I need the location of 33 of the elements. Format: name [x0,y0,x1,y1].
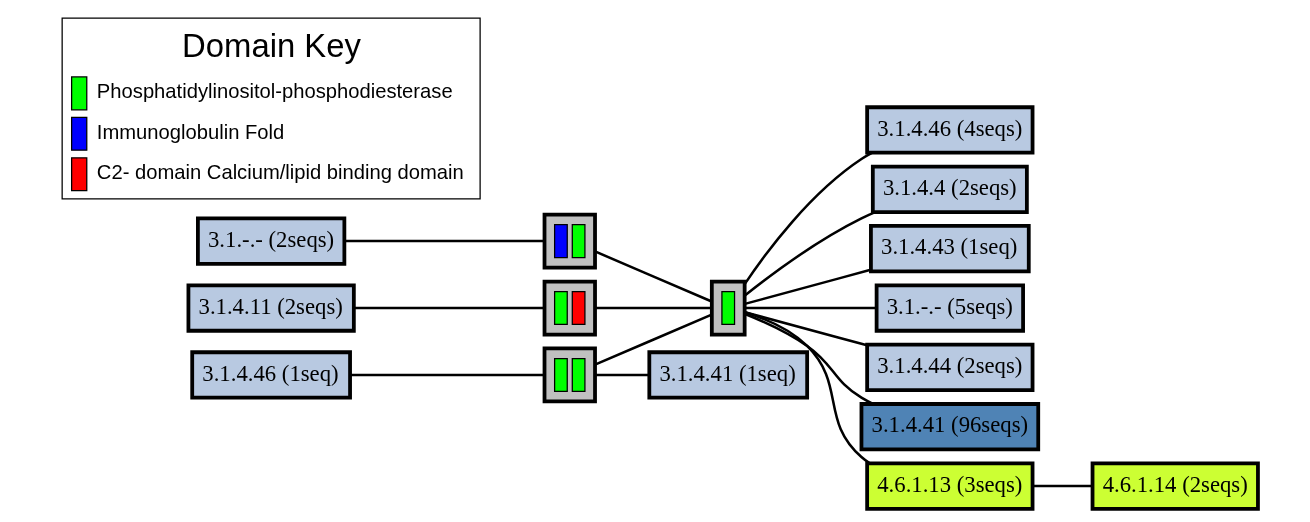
connector [743,151,873,285]
connector [744,306,877,310]
legend-label: Immunoglobulin Fold [96,120,285,143]
connector [744,210,876,297]
connector [744,311,871,465]
node-box: 3.1.4.46 (4seqs) [865,105,1035,155]
node-box: 3.1.4.46 (1seq) [190,350,352,400]
node-box: 3.1.4.4 (2seqs) [870,164,1029,214]
connector [350,373,545,377]
legend-label: Phosphatidylinositol-phosphodiesterase [96,80,453,103]
connector [744,268,871,306]
node-box: 4.6.1.14 (2seqs) [1090,461,1260,511]
node-box: 3.1.4.44 (2seqs) [865,342,1035,392]
node-box: 4.6.1.13 (3seqs) [865,461,1035,511]
node-box: 3.1.4.41 (1seq) [647,350,810,400]
node-box: 3.1.4.41 (96seqs) [859,402,1041,452]
node-box [542,346,597,404]
connector [595,373,650,377]
node-box: 3.1.-.- (5seqs) [874,283,1025,333]
node-box [542,279,597,337]
node-box: 3.1.4.11 (2seqs) [186,283,356,333]
connector [354,306,545,310]
connector [594,250,713,303]
node-box [709,279,747,337]
legend-label: C2- domain Calcium/lipid binding domain [96,160,464,183]
node-box: 3.1.4.43 (1seq) [869,224,1031,274]
connector [595,306,712,310]
connector [1032,484,1093,488]
connector [344,239,545,243]
connector [594,313,713,366]
label: Domain Key [182,26,361,64]
node-box: 3.1.-.- (2seqs) [196,216,347,266]
node-box [542,212,597,270]
